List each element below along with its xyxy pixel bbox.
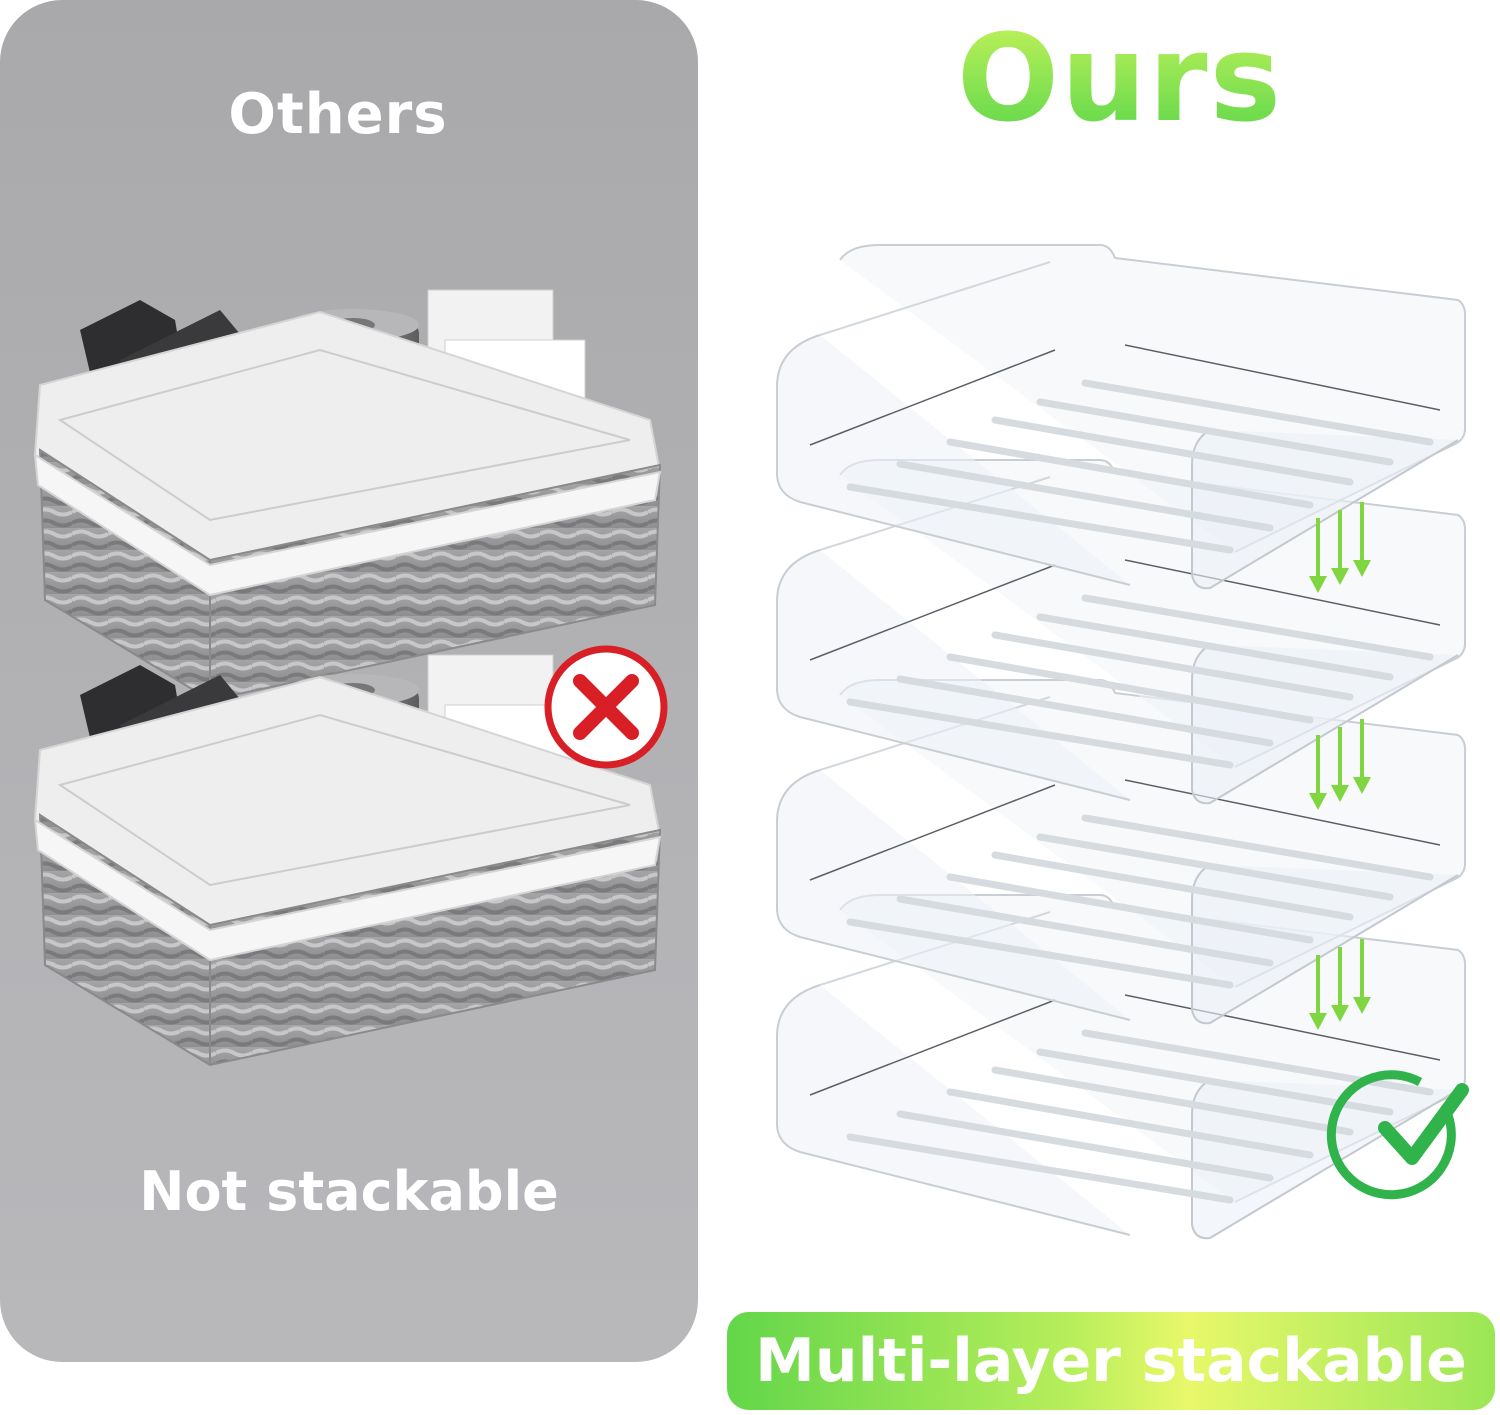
check-circle-icon: [1326, 1070, 1469, 1200]
multi-layer-stackable-caption: Multi-layer stackable: [755, 1326, 1467, 1396]
stackable-caption-banner: Multi-layer stackable: [727, 1312, 1495, 1410]
others-heading: Others: [228, 82, 448, 147]
ours-heading: Ours: [840, 10, 1400, 149]
cross-circle-icon: [544, 645, 668, 769]
wicker-basket-top: [34, 289, 661, 701]
not-stackable-caption: Not stackable: [139, 1160, 559, 1223]
